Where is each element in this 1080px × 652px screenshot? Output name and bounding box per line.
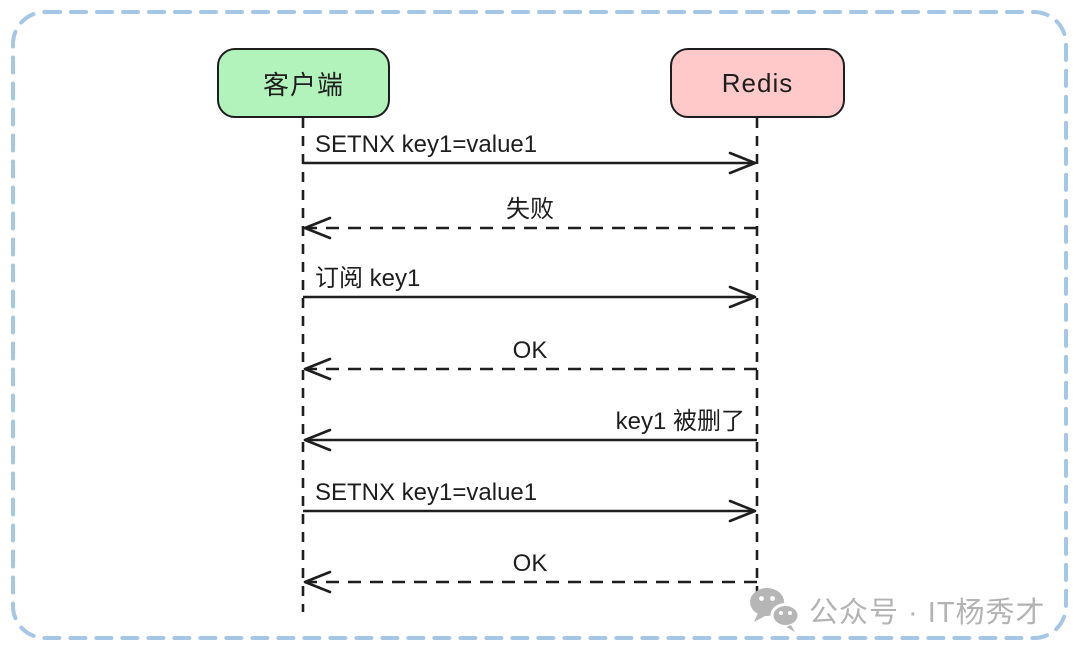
message-label-1: 失败 (506, 196, 554, 223)
message-label-4: key1 被删了 (615, 408, 745, 435)
actor-redis: Redis (670, 48, 845, 118)
arrowhead-6 (303, 570, 332, 594)
wechat-icon (750, 588, 800, 632)
message-label-0: SETNX key1=value1 (315, 131, 538, 158)
watermark-text: 公众号 · IT杨秀才 (809, 596, 1046, 629)
message-label-3: OK (512, 337, 548, 364)
arrowhead-1 (303, 216, 332, 240)
arrowhead-5 (728, 499, 757, 523)
actor-client: 客户端 (217, 48, 390, 118)
message-label-6: OK (512, 550, 548, 577)
watermark: 公众号 · IT杨秀才 (748, 586, 1046, 633)
arrowhead-4 (303, 428, 332, 452)
arrowhead-0 (728, 151, 757, 175)
arrowhead-2 (728, 285, 757, 309)
message-label-2: 订阅 key1 (315, 265, 421, 292)
actor-client-label: 客户端 (262, 69, 344, 100)
arrowhead-3 (303, 357, 332, 381)
actor-redis-label: Redis (721, 67, 794, 98)
diagram-border (11, 10, 1068, 640)
message-label-5: SETNX key1=value1 (315, 479, 538, 506)
